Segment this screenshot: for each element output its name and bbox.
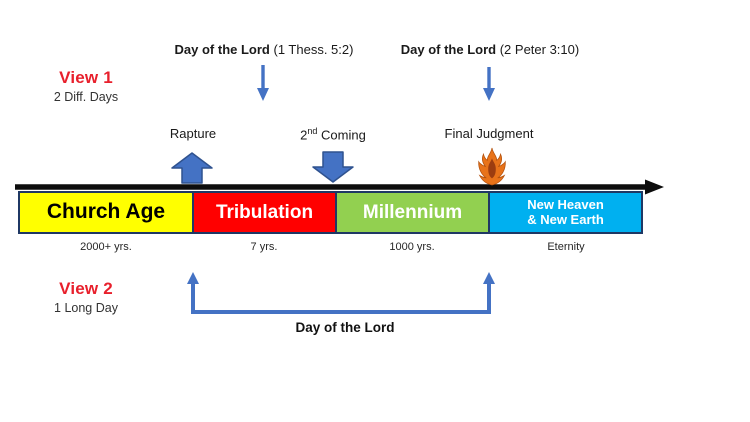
annotation-bold-text: Day of the Lord	[174, 42, 270, 57]
down-pointer-arrow-icon	[483, 67, 495, 101]
annotation-ref-text: (1 Thess. 5:2)	[269, 42, 354, 57]
rapture-up-arrow-icon	[171, 152, 213, 184]
annotation-bold-text: Day of the Lord	[400, 42, 497, 57]
view2-subtitle: 1 Long Day	[54, 301, 118, 315]
final-judgment-label: Final Judgment	[444, 126, 534, 141]
long-day-bracket-icon	[187, 272, 495, 314]
duration-millennium: 1000 yrs.	[389, 241, 435, 253]
timeline-arrow	[15, 179, 664, 195]
segment-church-age: Church Age	[18, 191, 194, 234]
down-pointer-arrow-icon	[257, 65, 269, 101]
annotation-day-of-lord-thess: Day of the Lord (1 Thess. 5:2)	[114, 42, 414, 57]
segment-millennium: Millennium	[335, 191, 490, 234]
view2-title: View 2	[59, 279, 113, 298]
flame-icon	[478, 147, 506, 186]
duration-church-age: 2000+ yrs.	[80, 241, 132, 253]
bottom-day-of-lord-label: Day of the Lord	[295, 320, 395, 335]
view1-title: View 1	[59, 68, 113, 87]
view1-block: View 1 2 Diff. Days	[30, 68, 142, 104]
second-coming-down-arrow-icon	[312, 151, 354, 183]
segment-label: Tribulation	[215, 201, 314, 223]
annotation-day-of-lord-peter: Day of the Lord (2 Peter 3:10)	[340, 42, 640, 57]
second-coming-label: 2nd Coming	[263, 126, 403, 142]
segment-tribulation: Tribulation	[192, 191, 337, 234]
segment-new-heaven-earth: New Heaven & New Earth	[488, 191, 643, 234]
duration-eternity: Eternity	[547, 241, 585, 253]
view2-block: View 2 1 Long Day	[30, 279, 142, 315]
segment-label: New Heaven & New Earth	[527, 196, 604, 227]
annotation-ref-text: (2 Peter 3:10)	[496, 42, 580, 57]
view1-subtitle: 2 Diff. Days	[53, 90, 119, 104]
segment-label: Church Age	[46, 200, 166, 224]
segment-label: Millennium	[362, 201, 463, 223]
second-coming-word: Coming	[317, 127, 366, 143]
duration-tribulation: 7 yrs.	[250, 241, 278, 253]
rapture-label: Rapture	[169, 126, 217, 141]
second-coming-number: 2	[300, 127, 308, 143]
second-coming-ordinal: nd	[307, 126, 318, 136]
